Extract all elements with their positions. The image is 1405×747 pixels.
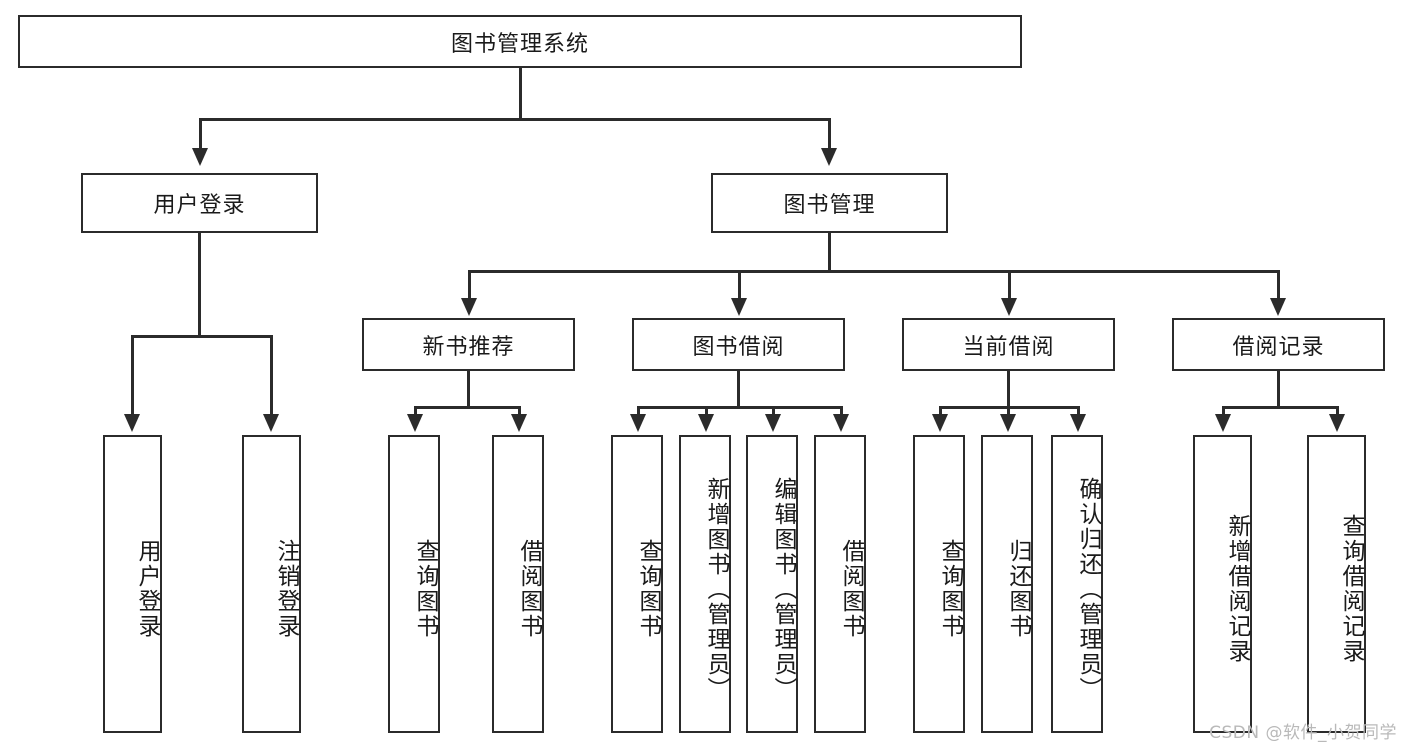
connector-book-borrow-trunk — [737, 371, 740, 409]
arrow-bb-to-leaf-1 — [630, 414, 646, 432]
connector-cb-to-leaf-3 — [1077, 406, 1080, 418]
arrow-new-book-to-leaf-2 — [511, 414, 527, 432]
arrow-root-to-user-login — [192, 148, 208, 166]
leaf-label: 确认归还（管理员） — [1075, 476, 1101, 702]
node-new-book-recommend[interactable]: 新书推荐 — [362, 318, 575, 371]
node-borrow-record[interactable]: 借阅记录 — [1172, 318, 1385, 371]
connector-new-book-trunk — [467, 371, 470, 409]
leaf-new-book-borrow-book[interactable]: 借阅图书 — [492, 435, 544, 733]
csdn-watermark: CSDN @软件_小贺同学 — [1209, 723, 1397, 743]
connector-book-management-trunk — [828, 233, 831, 273]
node-label: 当前借阅 — [962, 334, 1055, 360]
arrow-bm-to-current-borrow — [1001, 298, 1017, 316]
leaf-label: 归还图书 — [1005, 539, 1031, 639]
node-user-login[interactable]: 用户登录 — [81, 173, 318, 233]
connector-cb-to-leaf-2 — [1007, 406, 1010, 418]
node-label: 用户登录 — [153, 193, 246, 218]
connector-bm-to-book-borrow — [738, 270, 741, 301]
node-root-book-management-system[interactable]: 图书管理系统 — [18, 15, 1022, 68]
connector-root-bus — [199, 118, 522, 121]
arrow-bb-to-leaf-4 — [833, 414, 849, 432]
connector-bb-to-leaf-3 — [772, 406, 775, 418]
leaf-label: 编辑图书（管理员） — [770, 476, 796, 702]
node-label: 新书推荐 — [422, 334, 515, 360]
connector-bm-to-current-borrow — [1008, 270, 1011, 301]
leaf-label: 借阅图书 — [516, 539, 542, 639]
leaf-label: 查询图书 — [937, 539, 963, 639]
connector-borrow-record-bus — [1222, 406, 1337, 409]
leaf-label: 查询图书 — [412, 539, 438, 639]
arrow-cb-to-leaf-3 — [1070, 414, 1086, 432]
arrow-new-book-to-leaf-1 — [407, 414, 423, 432]
connector-user-login-to-leaf-2 — [270, 335, 273, 417]
node-label: 借阅记录 — [1232, 334, 1325, 360]
leaf-user-login-logout[interactable]: 注销登录 — [242, 435, 301, 733]
connector-root-trunk — [519, 68, 522, 118]
connector-bm-to-borrow-record — [1277, 270, 1280, 301]
connector-book-borrow-bus — [637, 406, 842, 409]
arrow-cb-to-leaf-2 — [1000, 414, 1016, 432]
leaf-book-borrow-query-book[interactable]: 查询图书 — [611, 435, 663, 733]
connector-user-login-bus — [131, 335, 272, 338]
leaf-book-borrow-add-book-admin[interactable]: 新增图书（管理员） — [679, 435, 731, 733]
connector-current-borrow-trunk — [1007, 371, 1010, 409]
connector-user-login-to-leaf-1 — [131, 335, 134, 417]
node-current-borrow[interactable]: 当前借阅 — [902, 318, 1115, 371]
arrow-cb-to-leaf-1 — [932, 414, 948, 432]
leaf-user-login-user-login[interactable]: 用户登录 — [103, 435, 162, 733]
node-label: 图书管理 — [783, 193, 876, 218]
leaf-label: 查询图书 — [635, 539, 661, 639]
connector-new-book-to-leaf-2 — [518, 406, 521, 418]
arrow-bm-to-borrow-record — [1270, 298, 1286, 316]
leaf-book-borrow-borrow-book[interactable]: 借阅图书 — [814, 435, 866, 733]
node-label: 图书借阅 — [692, 334, 785, 360]
node-book-borrow[interactable]: 图书借阅 — [632, 318, 845, 371]
connector-bm-to-new-book — [468, 270, 471, 301]
leaf-label: 用户登录 — [134, 539, 160, 639]
connector-br-to-leaf-1 — [1222, 406, 1225, 418]
connector-bb-to-leaf-4 — [840, 406, 843, 418]
leaf-book-borrow-edit-book-admin[interactable]: 编辑图书（管理员） — [746, 435, 798, 733]
connector-borrow-record-trunk — [1277, 371, 1280, 409]
leaf-label: 新增借阅记录 — [1224, 514, 1250, 664]
arrow-bm-to-book-borrow — [731, 298, 747, 316]
connector-bb-to-leaf-2 — [705, 406, 708, 418]
leaf-label: 查询借阅记录 — [1338, 514, 1364, 664]
connector-book-management-bus-right — [828, 270, 1279, 273]
leaf-current-borrow-confirm-return-admin[interactable]: 确认归还（管理员） — [1051, 435, 1103, 733]
connector-cb-to-leaf-1 — [939, 406, 942, 418]
node-label: 图书管理系统 — [450, 31, 589, 57]
connector-book-management-bus-left — [468, 270, 830, 273]
connector-root-bus-right — [519, 118, 831, 121]
arrow-user-login-to-leaf-2 — [263, 414, 279, 432]
arrow-br-to-leaf-1 — [1215, 414, 1231, 432]
connector-new-book-bus — [414, 406, 520, 409]
leaf-current-borrow-query-book[interactable]: 查询图书 — [913, 435, 965, 733]
arrow-bb-to-leaf-3 — [765, 414, 781, 432]
leaf-current-borrow-return-book[interactable]: 归还图书 — [981, 435, 1033, 733]
leaf-label: 借阅图书 — [838, 539, 864, 639]
arrow-user-login-to-leaf-1 — [124, 414, 140, 432]
connector-new-book-to-leaf-1 — [414, 406, 417, 418]
leaf-new-book-query-book[interactable]: 查询图书 — [388, 435, 440, 733]
arrow-bm-to-new-book — [461, 298, 477, 316]
connector-user-login-trunk — [198, 233, 201, 337]
leaf-borrow-record-query-record[interactable]: 查询借阅记录 — [1307, 435, 1366, 733]
node-book-management[interactable]: 图书管理 — [711, 173, 948, 233]
arrow-br-to-leaf-2 — [1329, 414, 1345, 432]
arrow-root-to-book-management — [821, 148, 837, 166]
connector-root-to-book-management — [828, 118, 831, 151]
leaf-borrow-record-add-record[interactable]: 新增借阅记录 — [1193, 435, 1252, 733]
leaf-label: 注销登录 — [273, 539, 299, 639]
connector-br-to-leaf-2 — [1336, 406, 1339, 418]
connector-bb-to-leaf-1 — [637, 406, 640, 418]
arrow-bb-to-leaf-2 — [698, 414, 714, 432]
connector-root-to-user-login — [199, 118, 202, 151]
leaf-label: 新增图书（管理员） — [703, 476, 729, 702]
